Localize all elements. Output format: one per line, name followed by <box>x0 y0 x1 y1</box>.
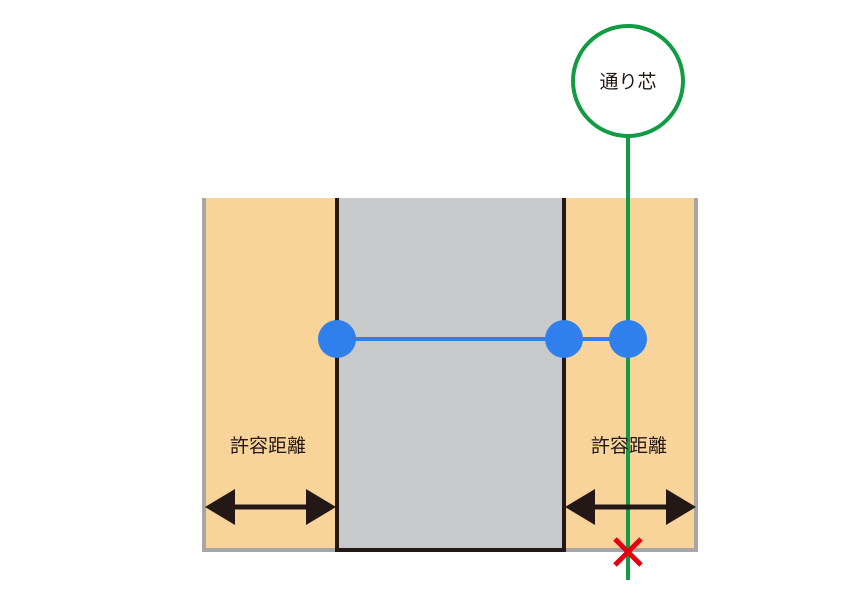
measure-point-wall-left <box>318 320 356 358</box>
wall-outline <box>335 198 566 552</box>
allowance-arrow-right <box>565 489 696 525</box>
grid-line-label: 通り芯 <box>599 71 656 93</box>
cross-mark-icon <box>613 537 643 567</box>
wall-body <box>337 198 564 550</box>
grid-line-bubble <box>571 24 685 138</box>
measure-point-grid <box>609 320 647 358</box>
allowance-label-right: 許容距離 <box>591 435 667 457</box>
allowance-arrow-left <box>205 489 336 525</box>
measure-point-wall-right <box>545 320 583 358</box>
allowance-label-left: 許容距離 <box>230 435 306 457</box>
